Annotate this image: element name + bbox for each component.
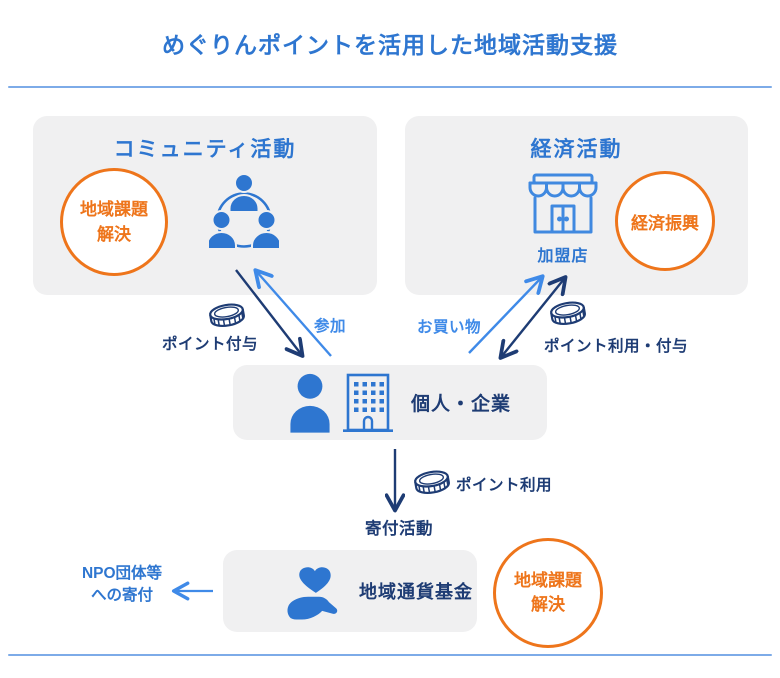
coin-icon xyxy=(207,301,247,330)
point-use-grant-label: ポイント利用・付与 xyxy=(544,338,689,355)
npo-line: NPO団体等 xyxy=(81,565,163,582)
badge-line: 経済振興 xyxy=(631,213,699,233)
badge-line: 解決 xyxy=(531,595,565,614)
participate-label: 参加 xyxy=(314,318,347,335)
community-activity-box: コミュニティ活動 地域課題 解決 xyxy=(33,116,377,295)
point-grant-label: ポイント付与 xyxy=(161,336,258,353)
office-building-icon xyxy=(343,373,393,432)
page-title: めぐりんポイントを活用した地域活動支援 xyxy=(162,32,618,58)
economy-promotion-badge: 経済振興 xyxy=(615,171,715,271)
storefront-icon xyxy=(528,173,598,234)
people-group-icon xyxy=(209,173,279,250)
hand-heart-icon xyxy=(287,567,338,620)
individual-company-label: 個人・企業 xyxy=(411,394,512,415)
coin-icon xyxy=(548,299,588,328)
economy-box-title: 経済活動 xyxy=(530,138,623,161)
top-divider xyxy=(8,86,772,88)
npo-donation-label: NPO団体等 への寄付 xyxy=(72,563,172,607)
fund-issue-badge: 地域課題 解決 xyxy=(493,538,603,648)
individual-company-box: 個人・企業 xyxy=(233,365,547,440)
economic-activity-box: 経済活動 加盟店 経済振興 xyxy=(405,116,748,295)
member-store-label: 加盟店 xyxy=(537,248,589,265)
community-box-title: コミュニティ活動 xyxy=(113,138,297,161)
badge-line: 地域課題 xyxy=(80,200,148,219)
donation-activity-label: 寄付活動 xyxy=(365,520,433,538)
community-issue-badge: 地域課題 解決 xyxy=(60,168,168,276)
npo-line: への寄付 xyxy=(90,587,153,604)
shopping-label: お買い物 xyxy=(417,319,482,336)
point-use-label: ポイント利用 xyxy=(456,477,553,494)
bottom-divider xyxy=(8,654,772,656)
badge-line: 解決 xyxy=(97,225,131,244)
person-icon xyxy=(290,373,330,433)
coin-icon xyxy=(412,468,452,497)
currency-fund-box: 地域通貨基金 xyxy=(223,550,477,632)
badge-line: 地域課題 xyxy=(514,571,582,590)
currency-fund-label: 地域通貨基金 xyxy=(359,582,473,602)
